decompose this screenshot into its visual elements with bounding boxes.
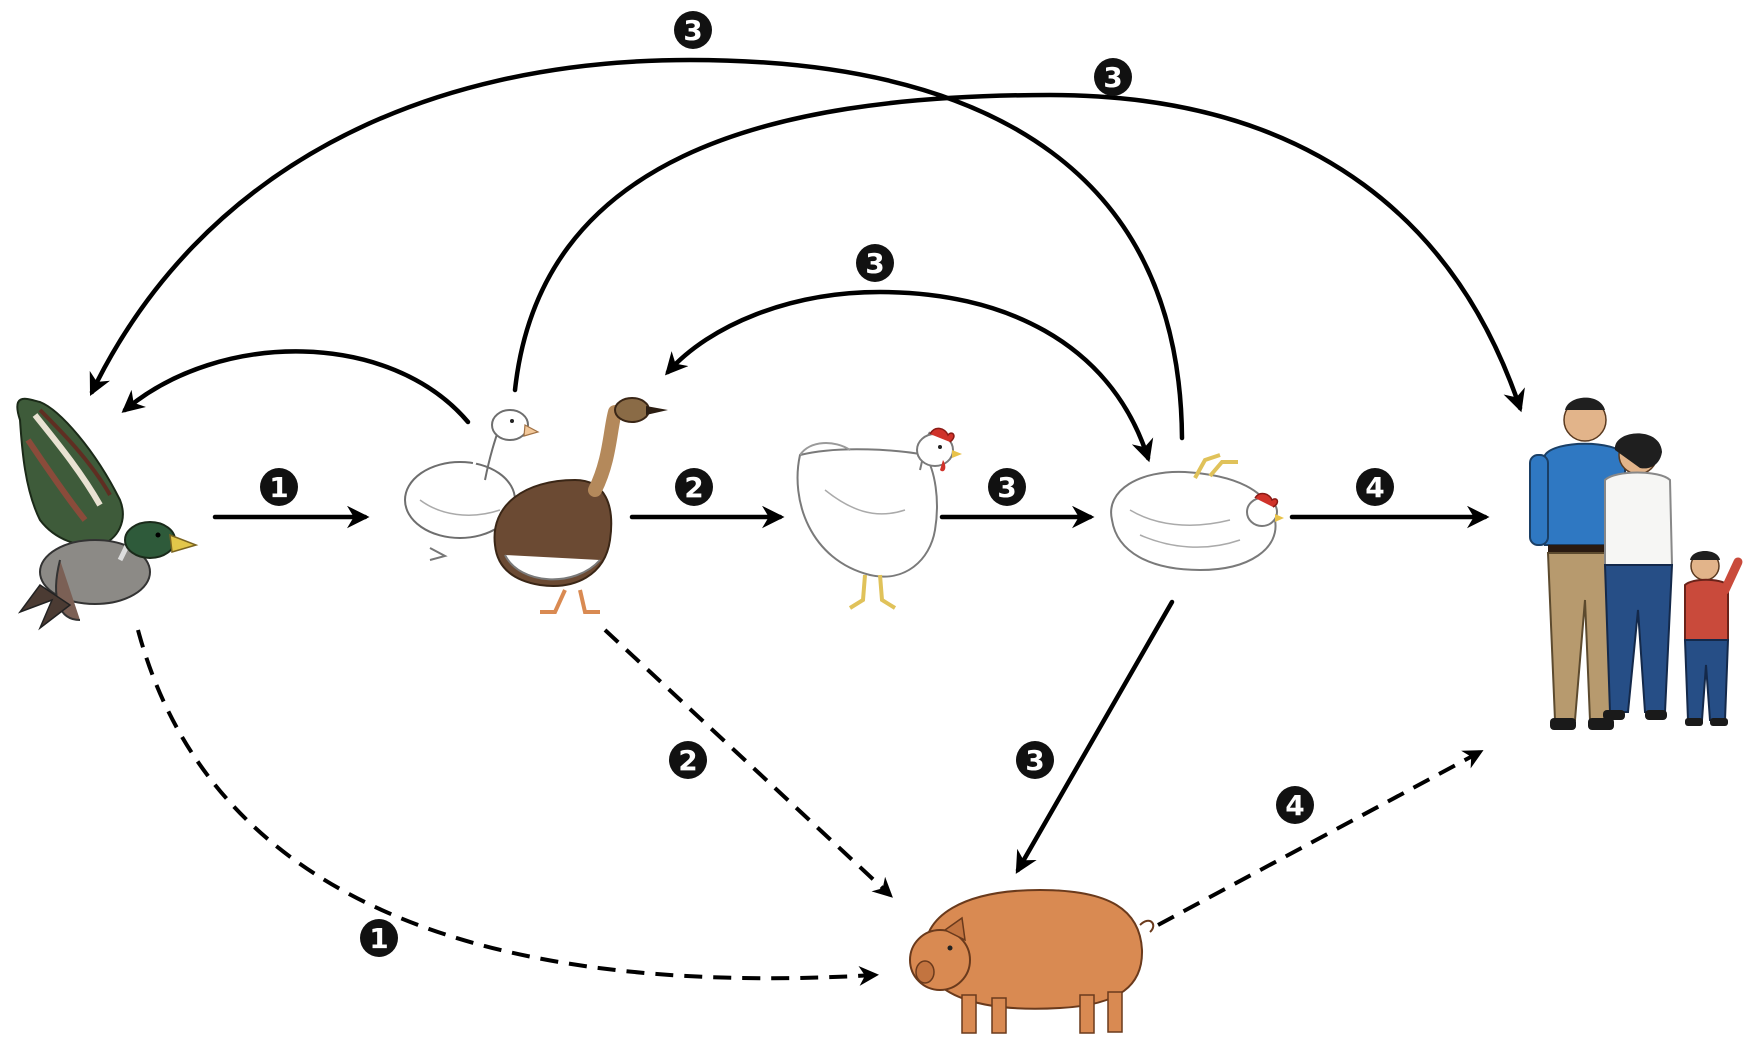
svg-text:3: 3: [1025, 744, 1044, 777]
step-badge: 4: [1356, 468, 1394, 506]
svg-text:3: 3: [683, 14, 702, 47]
arrow-sick-to-domestic: [664, 289, 1154, 463]
arrow-domestic-to-wild: [121, 349, 471, 425]
step-badge: 2: [675, 468, 713, 506]
step-badge: 4: [1276, 786, 1314, 824]
chicken-icon: [796, 427, 962, 610]
wild-duck-icon: [16, 397, 199, 631]
step-badge: 1: [260, 468, 298, 506]
step-badge: 3: [674, 11, 712, 49]
arrow-pig-to-humans-dashed: [1157, 750, 1484, 927]
step-badge: 1: [360, 919, 398, 957]
svg-text:1: 1: [269, 471, 288, 504]
step-badge: 3: [988, 468, 1026, 506]
arrow-domestic-to-humans-top: [512, 92, 1525, 413]
arrow-sick-to-pig: [1015, 599, 1175, 874]
step-badge: 3: [856, 244, 894, 282]
svg-text:1: 1: [369, 922, 388, 955]
svg-text:4: 4: [1285, 789, 1304, 822]
arrow-domestic-to-pig-dashed: [603, 628, 893, 898]
duck-goose-icon: [404, 397, 668, 614]
human-family-icon: [1529, 397, 1743, 730]
svg-text:3: 3: [1103, 61, 1122, 94]
step-badge: 3: [1016, 741, 1054, 779]
svg-text:3: 3: [865, 247, 884, 280]
svg-text:4: 4: [1365, 471, 1384, 504]
svg-text:2: 2: [678, 744, 697, 777]
step-badge: 2: [669, 741, 707, 779]
pig-icon: [909, 888, 1155, 1034]
svg-text:2: 2: [684, 471, 703, 504]
svg-text:3: 3: [997, 471, 1016, 504]
step-badge: 3: [1094, 58, 1132, 96]
sick-chicken-icon: [1110, 453, 1284, 572]
arrow-sick-to-wild-top: [89, 57, 1185, 441]
arrow-wild-to-pig-dashed: [136, 629, 879, 986]
